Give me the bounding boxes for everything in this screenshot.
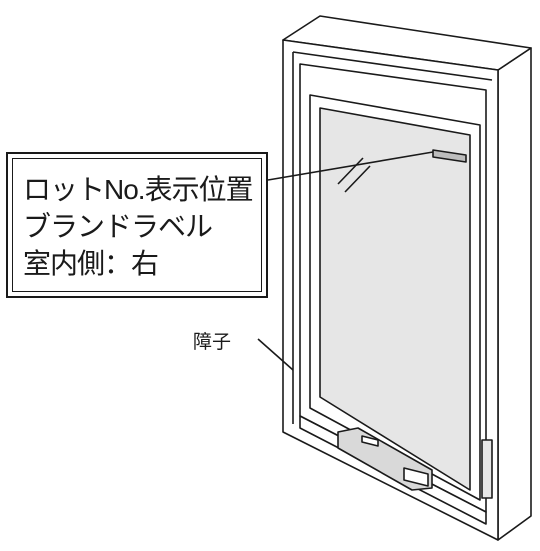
side-vent (481, 439, 493, 499)
brand-label-plate (432, 149, 467, 163)
mullion-label: 障子 (193, 332, 232, 353)
glass-reflection-mark (337, 157, 364, 185)
callout-line-brand-label: ブランドラベル (23, 211, 213, 242)
glass-reflection-mark (344, 165, 371, 193)
callout-inner-border: ロットNo.表示位置 ブランドラベル 室内側：右 (12, 158, 262, 292)
frame-side-depth (497, 47, 532, 541)
callout-line-lot-position: ロットNo.表示位置 (23, 174, 254, 205)
operator-cover (361, 435, 379, 447)
lot-number-callout: ロットNo.表示位置 ブランドラベル 室内側：右 (6, 152, 268, 298)
callout-line-indoor-side: 室内側：右 (23, 248, 159, 279)
glass-pane (319, 107, 471, 491)
callout-leader-line (267, 151, 434, 181)
mullion-leader-line (257, 338, 294, 371)
operator-knob (403, 467, 429, 487)
